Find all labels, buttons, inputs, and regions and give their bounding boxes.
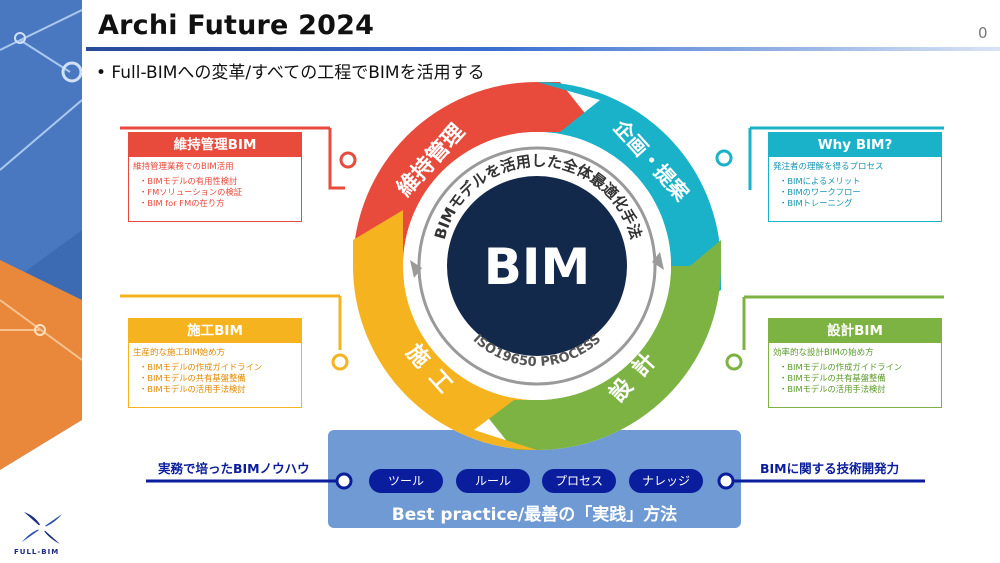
cycle-ring [353, 82, 721, 450]
slide-subtitle: • Full-BIMへの変革/すべての工程でBIMを活用する [96, 63, 485, 83]
box-list: BIMモデルの有用性検討 FMソリューションの検証 BIM for FMの在り方 [129, 176, 301, 209]
list-item: BIMトレーニング [779, 198, 941, 209]
connector-lines [120, 126, 944, 371]
right-techdev-label: BIMに関する技術開発力 [760, 461, 900, 476]
core-label: BIM [484, 238, 590, 296]
left-knowhow-label: 実務で培ったBIMノウハウ [158, 461, 310, 476]
box-list: BIMによるメリット BIMのワークフロー BIMトレーニング [769, 176, 941, 209]
box-construction-bim: 施工BIM 生産的な施工BIM始め方 BIMモデルの作成ガイドライン BIMモデ… [128, 318, 302, 408]
pill-rule: ルール [456, 469, 530, 493]
list-item: BIMモデルの有用性検討 [139, 176, 301, 187]
list-item: BIMモデルの作成ガイドライン [779, 362, 941, 373]
box-desc: 効率的な設計BIMの始め方 [773, 348, 874, 358]
box-title: 維持管理BIM [129, 133, 301, 157]
logo-text: FULL-BIM [14, 548, 60, 556]
segment-maintenance [353, 82, 600, 300]
page-number: 0 [978, 24, 988, 42]
box-title: 設計BIM [769, 319, 941, 343]
box-why-bim: Why BIM? 発注者の理解を得るプロセス BIMによるメリット BIMのワー… [768, 132, 942, 222]
pill-tool: ツール [369, 469, 443, 493]
pill-knowledge: ナレッジ [629, 469, 703, 493]
box-desc: 発注者の理解を得るプロセス [773, 162, 884, 172]
bim-core [447, 176, 627, 356]
box-design-bim: 設計BIM 効率的な設計BIMの始め方 BIMモデルの作成ガイドライン BIMモ… [768, 318, 942, 408]
slide-title: Archi Future 2024 [98, 10, 375, 41]
box-maintenance-bim: 維持管理BIM 維持管理業務でのBIM活用 BIMモデルの有用性検討 FMソリュ… [128, 132, 302, 222]
decorative-sidebar [0, 0, 82, 563]
segment-planning [537, 82, 721, 320]
list-item: BIMによるメリット [779, 176, 941, 187]
full-bim-logo-icon [22, 512, 62, 544]
best-practice-band [328, 430, 741, 528]
list-item: BIMモデルの作成ガイドライン [139, 362, 301, 373]
list-item: BIM for FMの在り方 [139, 198, 301, 209]
box-list: BIMモデルの作成ガイドライン BIMモデルの共有基盤整備 BIMモデルの活用手… [769, 362, 941, 395]
segment-design [474, 240, 721, 450]
box-title: Why BIM? [769, 133, 941, 157]
title-underline [86, 47, 1000, 51]
segment-construction [353, 210, 537, 450]
box-list: BIMモデルの作成ガイドライン BIMモデルの共有基盤整備 BIMモデルの活用手… [129, 362, 301, 395]
list-item: BIMモデルの共有基盤整備 [779, 373, 941, 384]
box-title: 施工BIM [129, 319, 301, 343]
list-item: BIMモデルの共有基盤整備 [139, 373, 301, 384]
box-desc: 維持管理業務でのBIM活用 [133, 162, 234, 172]
list-item: FMソリューションの検証 [139, 187, 301, 198]
list-item: BIMのワークフロー [779, 187, 941, 198]
pill-process: プロセス [542, 469, 616, 493]
best-practice-label: Best practice/最善の「実践」方法 [391, 505, 678, 525]
list-item: BIMモデルの活用手法検討 [139, 384, 301, 395]
box-desc: 生産的な施工BIM始め方 [133, 348, 226, 358]
list-item: BIMモデルの活用手法検討 [779, 384, 941, 395]
